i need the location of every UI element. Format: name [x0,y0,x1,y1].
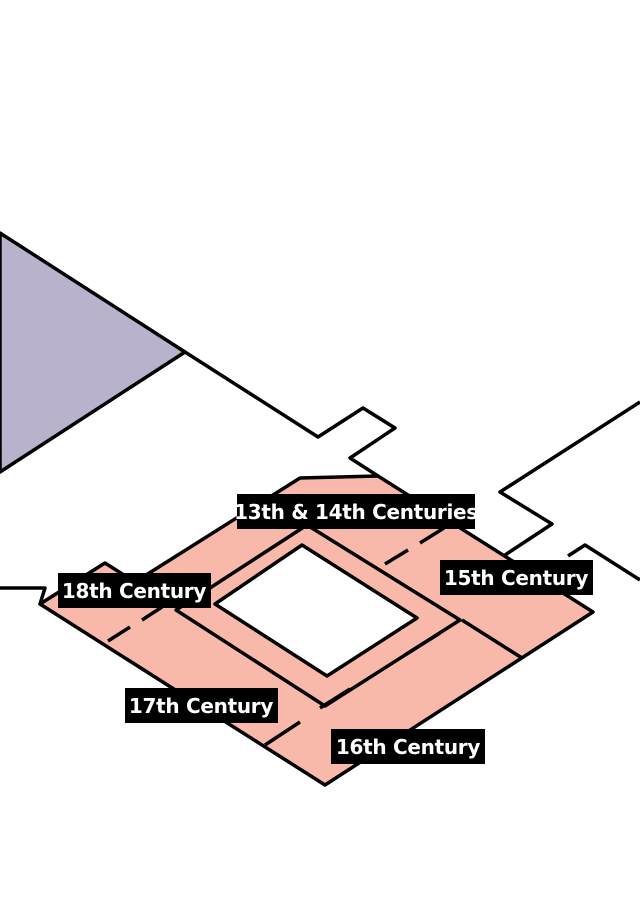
divider-17th-16th [264,720,301,747]
label-13th-14th-centuries[interactable]: 13th & 14th Centuries [234,494,478,529]
adjacent-wing[interactable] [0,231,187,474]
divider-16th-15th-2 [461,618,523,660]
label-17th-century[interactable]: 17th Century [125,688,278,723]
label-15th-century-text: 15th Century [444,566,588,590]
corridor-outline-right-lower [567,543,640,582]
label-16th-century[interactable]: 16th Century [331,729,485,764]
label-13th-14th-centuries-text: 13th & 14th Centuries [234,500,478,524]
divider-16th-15th [404,631,441,657]
divider-18th-17th [107,625,131,643]
divider-18th-17th-2 [141,605,163,622]
divider-17th-16th-2 [319,687,351,710]
label-15th-century[interactable]: 15th Century [440,560,593,595]
divider-15th-13th [384,548,409,566]
corridor-outline-right [498,400,640,557]
label-18th-century[interactable]: 18th Century [58,573,211,608]
label-16th-century-text: 16th Century [336,735,480,759]
corridor-outline-left [0,586,47,605]
corridor-outline-upper [184,350,397,478]
divider-15th-13th-2 [419,526,445,545]
label-17th-century-text: 17th Century [129,694,273,718]
label-18th-century-text: 18th Century [62,579,206,603]
